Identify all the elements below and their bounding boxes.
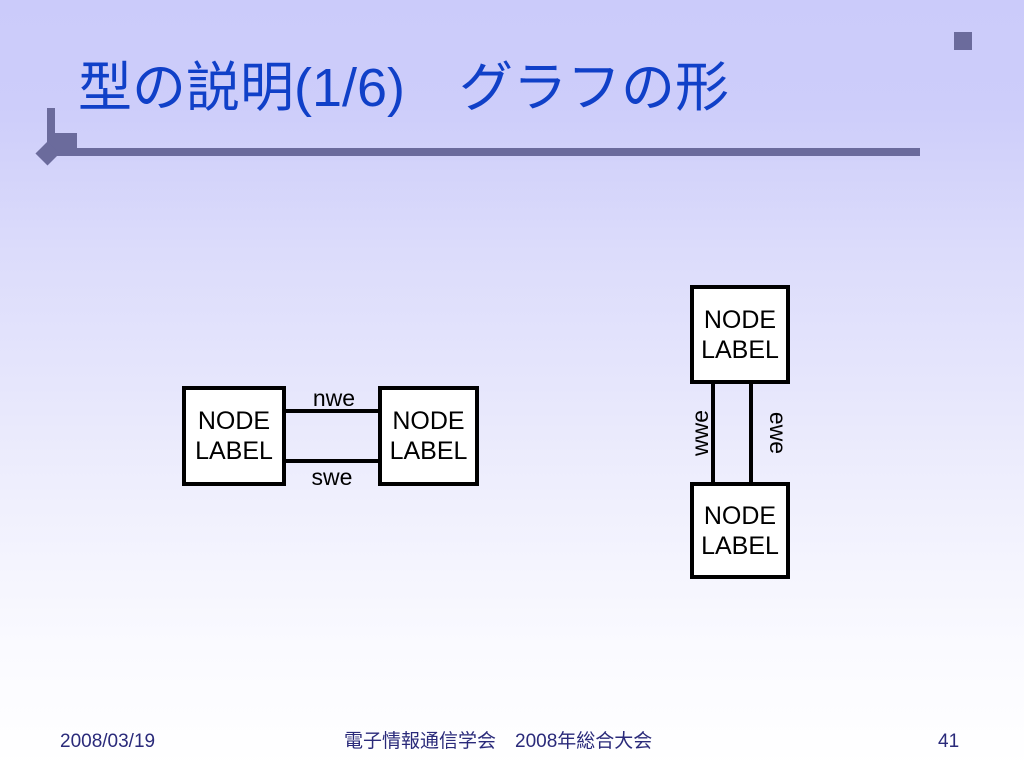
edge-label-ewe: ewe [765,411,791,455]
vertical-diagram-bottom-node: NODE LABEL [690,482,790,579]
title-rule-horizontal-bar [62,148,920,156]
horizontal-diagram-left-node: NODE LABEL [182,386,286,486]
horizontal-diagram-bottom-edge [284,459,380,463]
vertical-diagram-top-node: NODE LABEL [690,285,790,384]
node-label-line-1: NODE [703,305,777,334]
node-label-line-1: NODE [703,501,777,530]
page-title: 型の説明(1/6) グラフの形 [78,58,730,118]
edge-label-swe: swe [311,464,353,490]
vertical-diagram-left-edge [711,382,715,484]
footer-conference-name: 電子情報通信学会 2008年総合大会 [344,731,653,752]
corner-square-decoration [954,32,972,50]
title-rule-vertical-stem [47,108,55,156]
footer-date: 2008/03/19 [60,731,156,752]
node-label-line-1: NODE [392,407,465,435]
footer-page-number: 41 [938,731,960,752]
node-label-line-1: NODE [197,407,271,435]
node-label-line-2: LABEL [389,437,468,465]
node-label-line-2: LABEL [701,335,779,364]
horizontal-diagram-right-node: NODE LABEL [378,386,479,486]
edge-label-wwe: wwe [687,410,713,457]
edge-label-nwe: nwe [312,385,356,411]
horizontal-diagram-top-edge [284,409,380,413]
node-label-line-2: LABEL [195,437,273,465]
node-label-line-2: LABEL [701,531,779,560]
vertical-diagram-right-edge [749,382,753,484]
